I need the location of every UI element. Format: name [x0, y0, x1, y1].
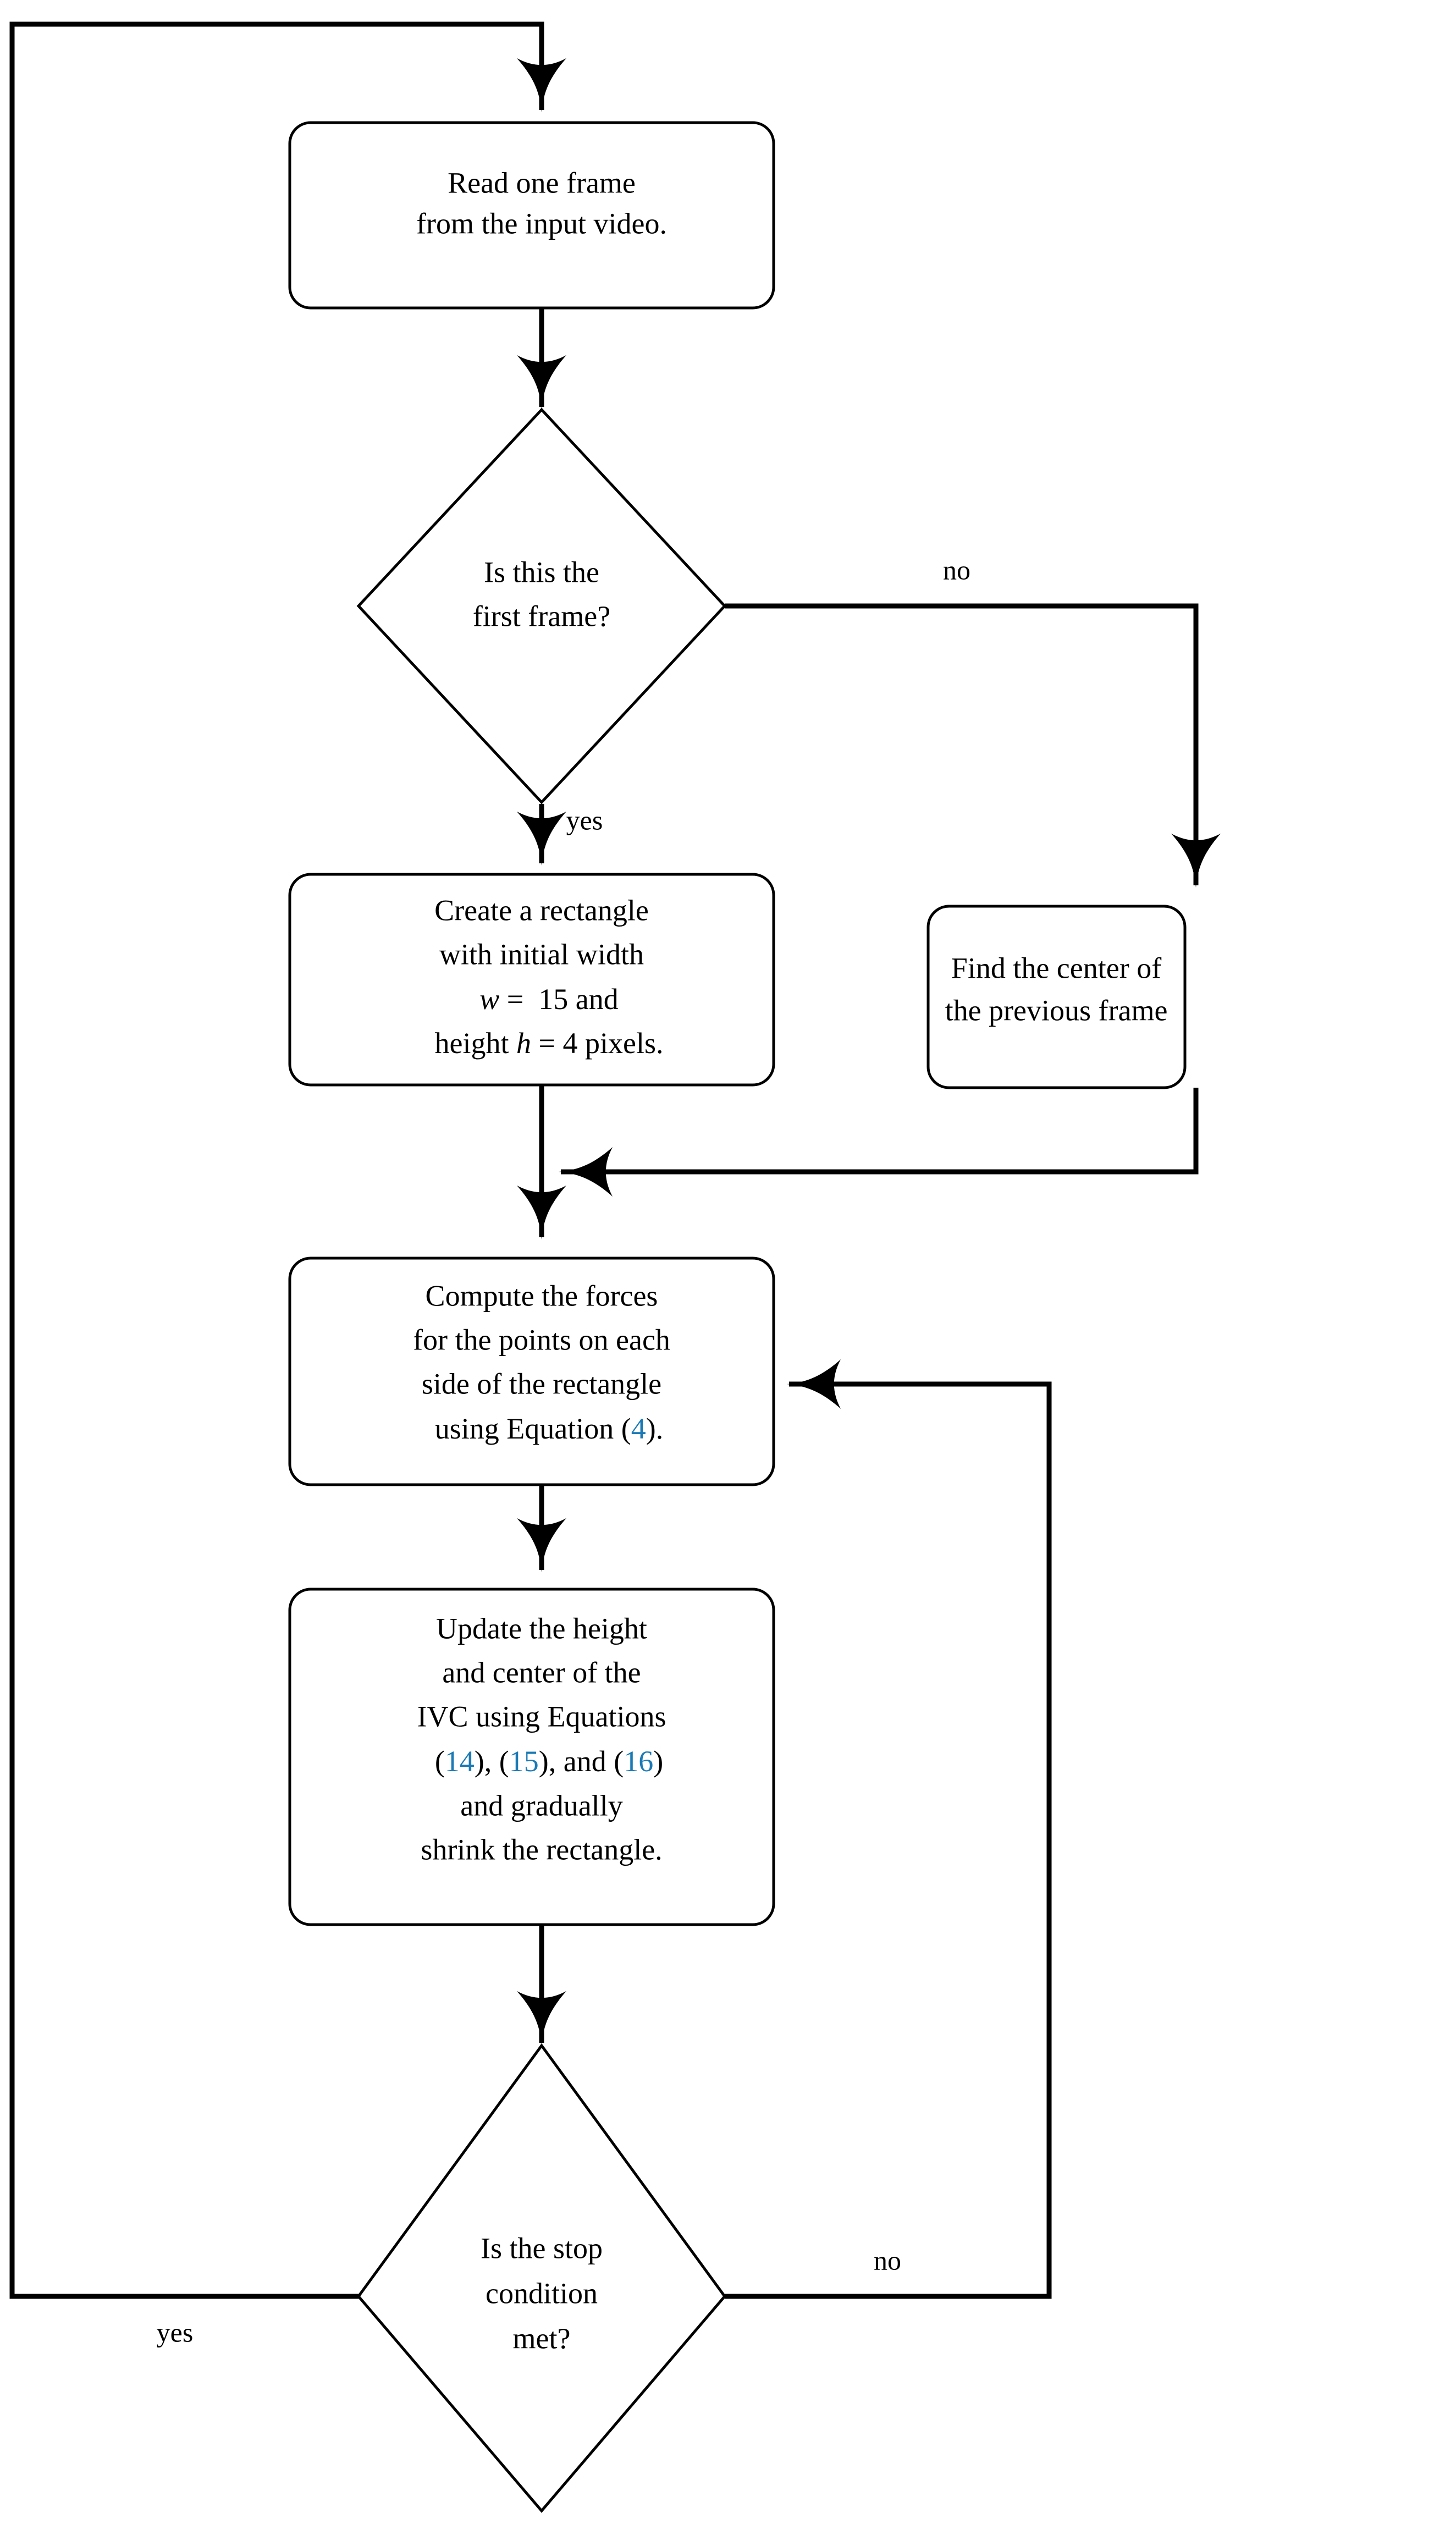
node-update-height-line-2: and center of the — [442, 1656, 641, 1689]
node-update-height-line-1: Update the height — [436, 1612, 647, 1645]
node-read-frame-line-1: Read one frame — [448, 166, 636, 199]
node-create-rectangle-line-2: with initial width — [439, 938, 644, 971]
math-var-h: h — [516, 1027, 531, 1060]
node-compute-forces-line-1: Compute the forces — [426, 1279, 658, 1312]
equation-ref-14[interactable]: 14 — [445, 1745, 475, 1778]
equation-ref-16[interactable]: 16 — [624, 1745, 653, 1778]
node-create-rectangle-line-1: Create a rectangle — [434, 894, 649, 927]
node-update-height-line-4: (14), (15), and (16) — [383, 1745, 700, 1778]
edge-stop-no-to-compute-forces — [725, 1359, 1052, 2299]
edge-label-first-frame-yes: yes — [566, 804, 603, 835]
eqref-sep-1: ), ( — [475, 1745, 509, 1778]
node-find-center[interactable] — [926, 905, 1187, 1089]
node-find-center-line-1: Find the center of — [951, 951, 1161, 984]
node-create-rectangle-line-4-pre: height — [435, 1027, 516, 1060]
math-var-w: w — [479, 983, 499, 1016]
node-is-first-frame-line-1: Is this the — [484, 555, 599, 588]
eqref-open-paren-1: ( — [435, 1745, 445, 1778]
edge-label-stop-yes: yes — [157, 2317, 194, 2347]
node-create-rectangle-line-3: w = 15 and — [428, 983, 655, 1016]
node-create-rectangle-line-4-rest: = 4 pixels. — [531, 1027, 663, 1060]
node-compute-forces-line-4: using Equation (4). — [383, 1412, 700, 1445]
node-compute-forces-line-4-post: ). — [646, 1412, 663, 1445]
node-create-rectangle-line-3-rest: = 15 and — [499, 983, 618, 1016]
node-compute-forces[interactable] — [288, 1257, 775, 1486]
node-is-first-frame[interactable] — [356, 407, 727, 804]
node-stop-condition-line-3: met? — [513, 2322, 571, 2355]
equation-ref-4[interactable]: 4 — [631, 1412, 646, 1445]
node-stop-condition[interactable] — [356, 2043, 727, 2513]
node-compute-forces-line-2: for the points on each — [413, 1323, 670, 1356]
node-compute-forces-line-3: side of the rectangle — [422, 1367, 661, 1400]
eqref-close-paren: ) — [653, 1745, 663, 1778]
node-find-center-line-2: the previous frame — [945, 994, 1168, 1027]
node-update-height[interactable] — [288, 1588, 775, 1926]
node-stop-condition-line-2: condition — [486, 2277, 598, 2310]
edge-label-stop-no: no — [874, 2245, 901, 2275]
node-update-height-line-6: shrink the rectangle. — [421, 1833, 662, 1866]
node-stop-condition-line-1: Is the stop — [481, 2231, 603, 2264]
eqref-sep-2: ), and ( — [539, 1745, 624, 1778]
node-update-height-line-3: IVC using Equations — [417, 1700, 666, 1733]
equation-ref-15[interactable]: 15 — [509, 1745, 539, 1778]
node-create-rectangle-line-4: height h = 4 pixels. — [383, 1027, 701, 1060]
node-create-rectangle[interactable] — [288, 873, 775, 1087]
edge-stop-yes-to-read-frame — [9, 21, 566, 2299]
node-is-first-frame-line-2: first frame? — [473, 599, 610, 632]
node-read-frame-line-2: from the input video. — [416, 207, 667, 240]
edge-label-first-frame-no: no — [943, 554, 970, 585]
edge-find-center-to-trunk — [558, 1088, 1199, 1197]
node-read-frame[interactable] — [288, 121, 775, 310]
node-update-height-line-5: and gradually — [460, 1789, 622, 1822]
node-compute-forces-line-4-pre: using Equation ( — [435, 1412, 631, 1445]
edge-first-frame-no-to-find-center — [725, 603, 1221, 888]
